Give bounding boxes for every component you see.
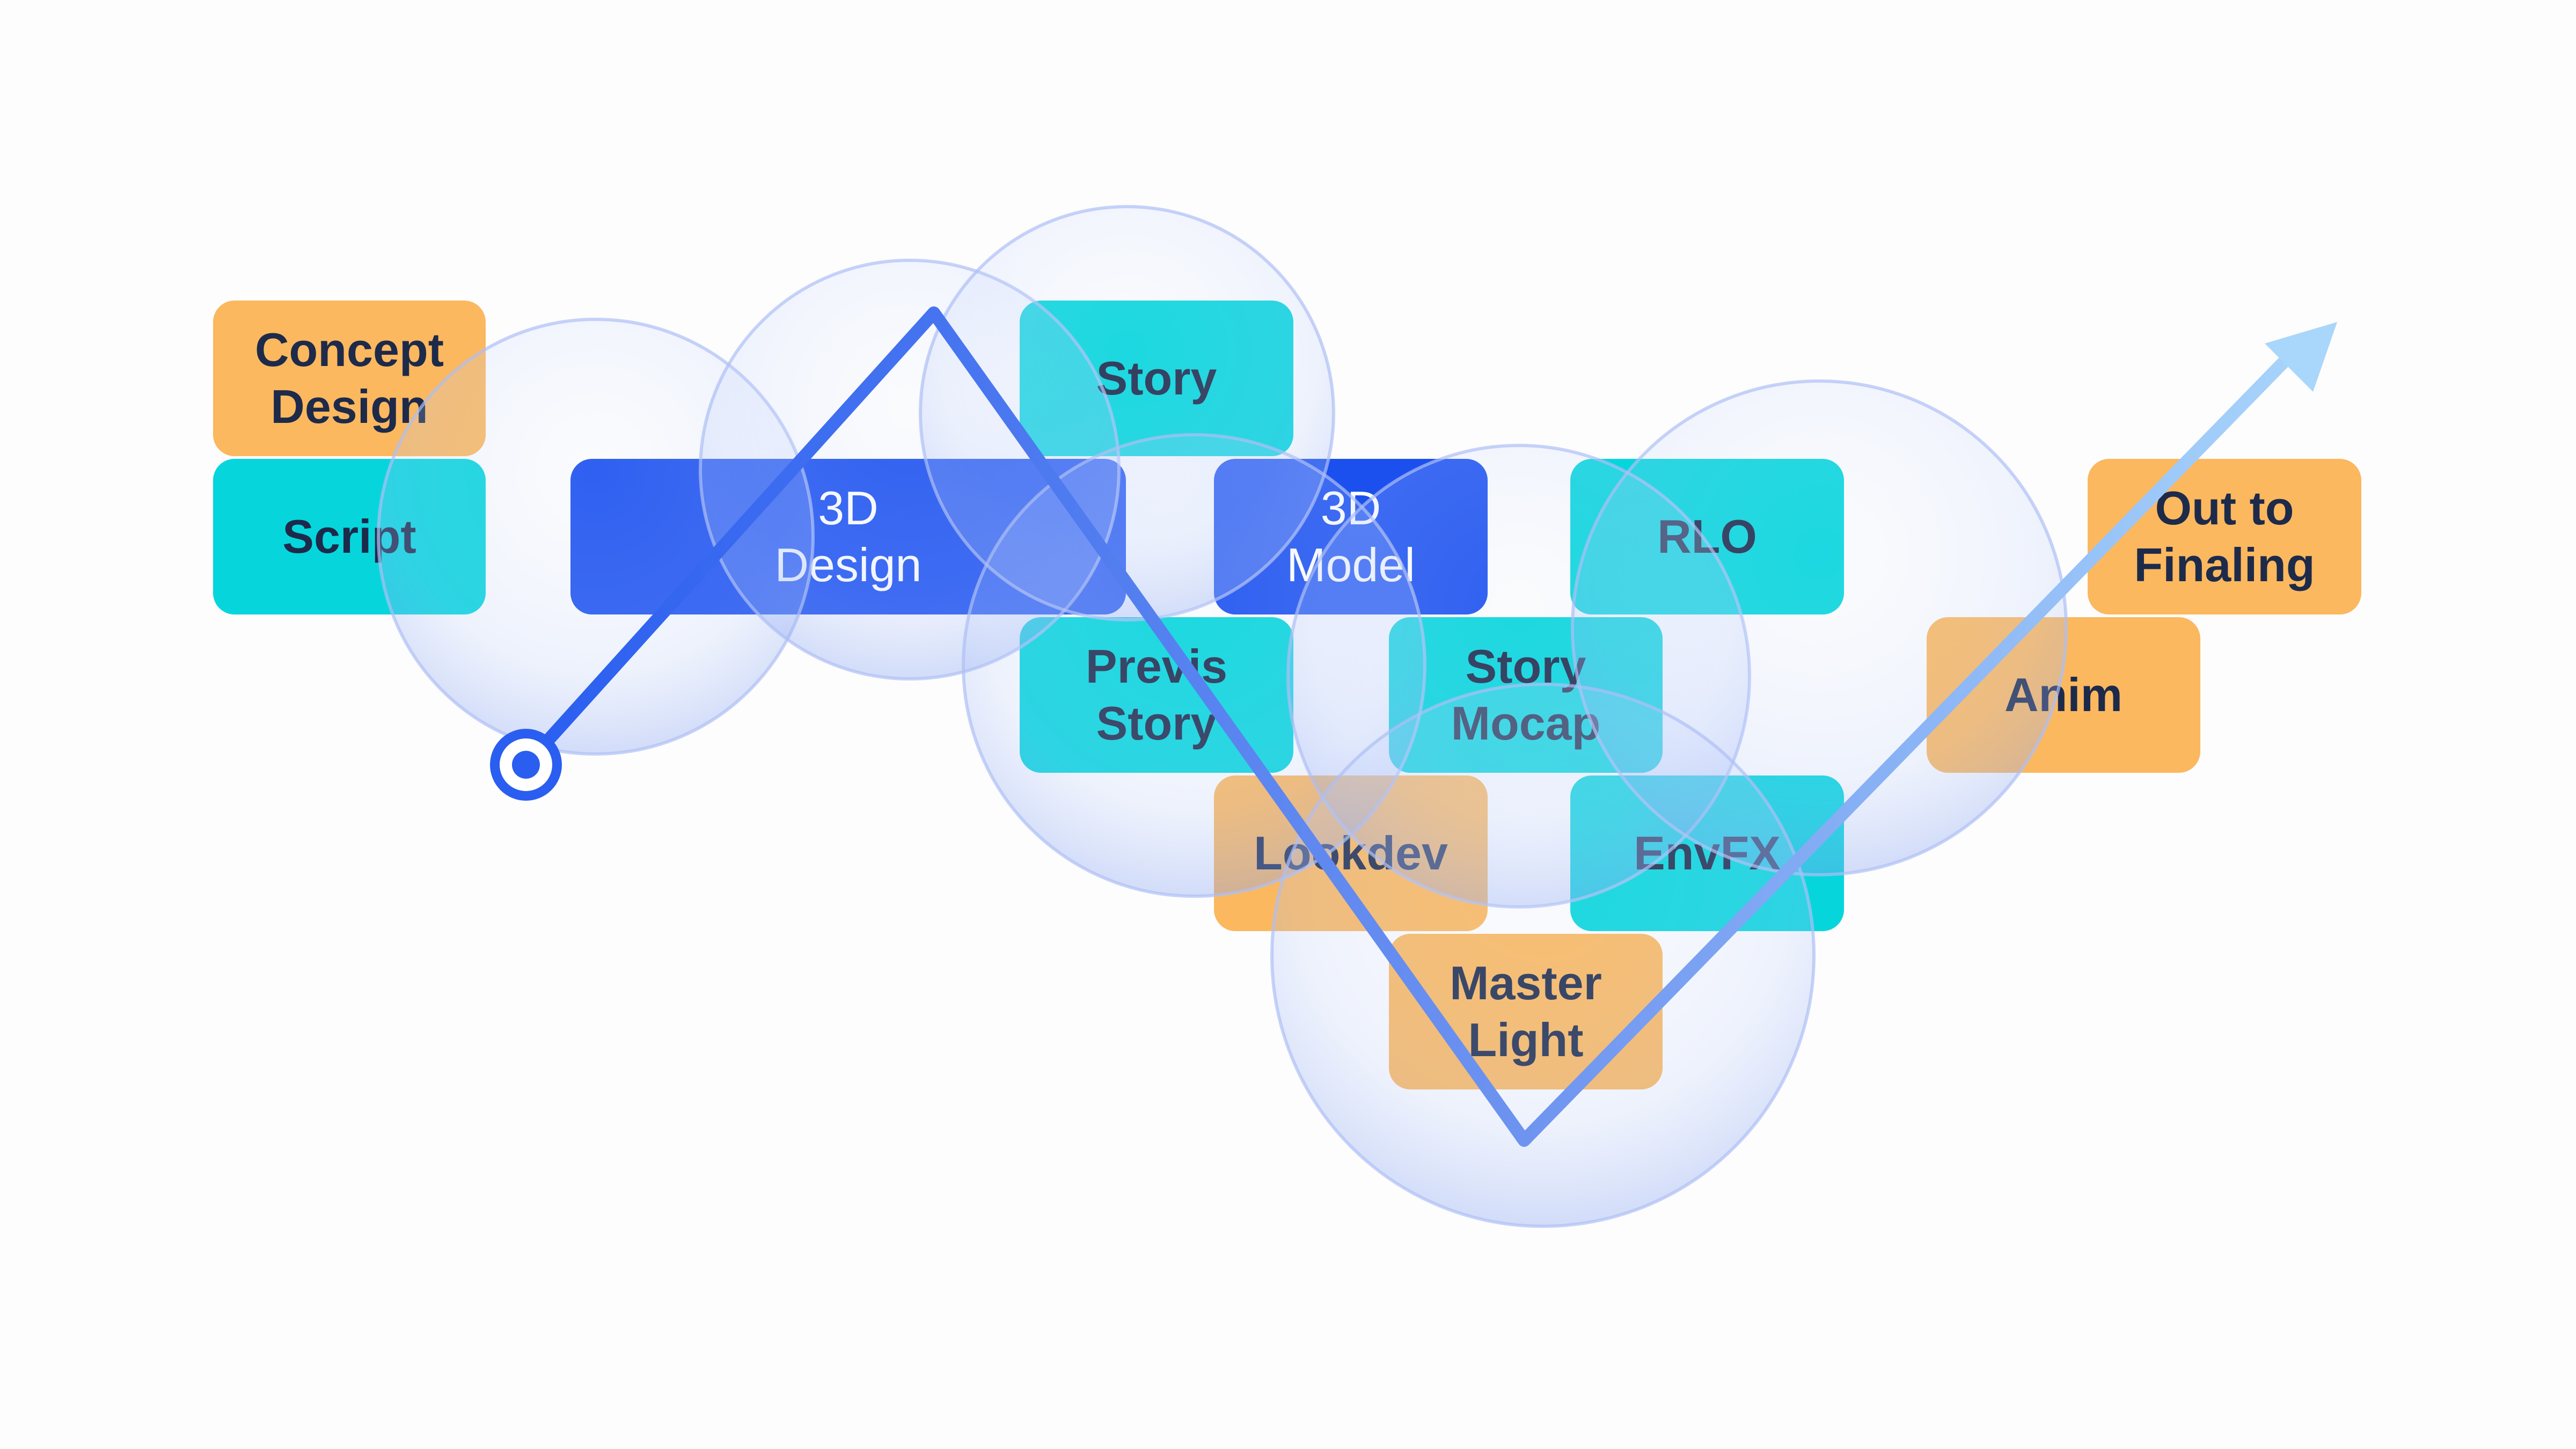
node-label: Out to bbox=[2155, 481, 2294, 535]
node-label: EnvFX bbox=[1634, 826, 1781, 880]
node-label: Design bbox=[774, 538, 922, 591]
node-script: Script bbox=[213, 459, 486, 614]
node-label: 3D bbox=[818, 481, 879, 535]
node-label: Story bbox=[1096, 697, 1217, 750]
node-label: Lookdev bbox=[1254, 826, 1448, 880]
node-anim: Anim bbox=[1927, 617, 2200, 773]
node-label: RLO bbox=[1657, 510, 1757, 563]
node-label: Story bbox=[1096, 352, 1217, 405]
node-label: Anim bbox=[2004, 668, 2123, 721]
node-envfx: EnvFX bbox=[1570, 775, 1844, 931]
node-lookdev: Lookdev bbox=[1214, 775, 1488, 931]
node-label: Mocap bbox=[1451, 697, 1601, 750]
node-label: 3D bbox=[1320, 481, 1381, 535]
node-rlo: RLO bbox=[1570, 459, 1844, 614]
node-label: Concept bbox=[255, 323, 444, 376]
node-label: Script bbox=[282, 510, 416, 563]
node-label: Master bbox=[1450, 956, 1602, 1009]
node-label: Story bbox=[1465, 640, 1586, 693]
node-story: Story bbox=[1020, 301, 1293, 456]
node-label: Light bbox=[1468, 1013, 1584, 1066]
node-label: Previs bbox=[1085, 640, 1228, 693]
node-label: Design bbox=[270, 380, 428, 433]
node-label: Model bbox=[1286, 538, 1415, 591]
node-label: Finaling bbox=[2134, 538, 2315, 591]
